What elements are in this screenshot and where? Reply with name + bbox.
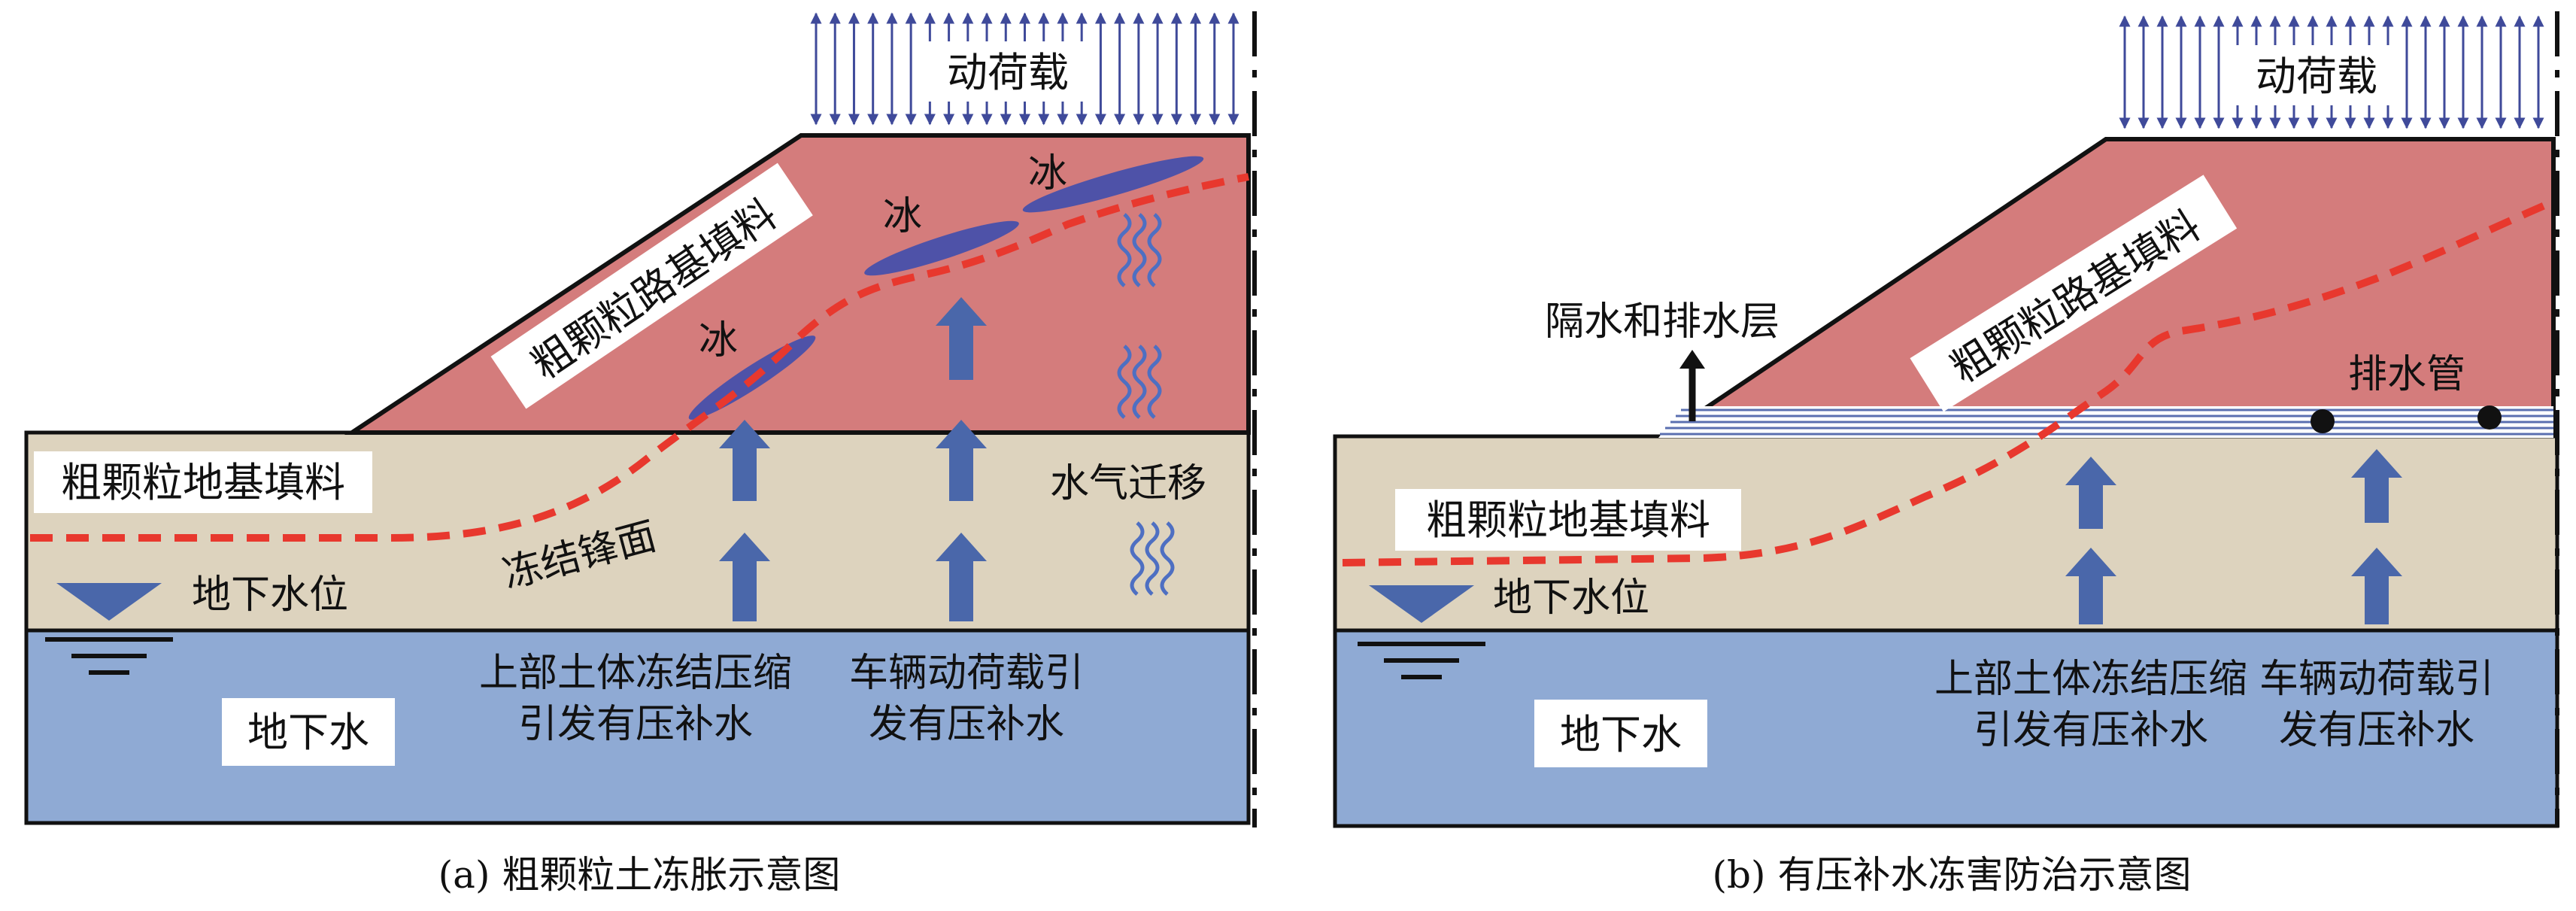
water-table-symbol-b (1369, 585, 1474, 623)
cause-traffic-line1-a: 车辆动荷载引 (849, 651, 1084, 696)
vapor-squiggle-a-2-0 (1117, 345, 1132, 419)
cause-traffic-line2-b: 发有压补水 (2279, 708, 2474, 753)
water-arrow-a-5 (936, 297, 987, 380)
cause-freeze-line2-a: 引发有压补水 (518, 702, 753, 747)
water-arrow-b-4 (2351, 548, 2402, 624)
barrier-drainage-layer-b (1658, 406, 2553, 438)
dynamic-load-label-b: 动荷载 (2256, 53, 2377, 100)
dynamic-load-label-bg-a (921, 41, 1094, 102)
vapor-squiggle-a-2-1 (1132, 345, 1147, 419)
water-arrow-b-3 (2351, 449, 2402, 523)
vapor-squiggle-a-1-1 (1132, 213, 1147, 287)
foundation-label-bg-b (1395, 489, 1741, 551)
ice-label-1-a: 冰 (699, 318, 738, 363)
vapor-squiggle-a-1-0 (1117, 213, 1132, 287)
caption-a: (a) 粗颗粒土冻胀示意图 (438, 853, 841, 897)
cause-traffic-line2-a: 发有压补水 (869, 702, 1064, 747)
cause-freeze-line1-b: 上部土体冻结压缩 (1934, 657, 2247, 702)
freezing-front-line-a (30, 173, 1249, 542)
water-table-label-a: 地下水位 (192, 572, 348, 618)
cause-traffic-line1-b: 车辆动荷载引 (2259, 657, 2494, 702)
groundwater-label-b: 地下水 (1560, 711, 1682, 758)
water-table-label-b: 地下水位 (1493, 575, 1649, 621)
cause-freeze-line2-b: 引发有压补水 (1974, 708, 2208, 753)
groundwater-label-bg-a (222, 698, 395, 766)
ice-lens-2-a (864, 220, 1019, 276)
drain-pipe-label-b: 排水管 (2348, 352, 2465, 397)
barrier-layer-label-b: 隔水和排水层 (1545, 299, 1780, 345)
ice-lens-3-a (1022, 156, 1204, 213)
panel-b: 排水管 隔水和排水层 动荷载 粗颗粒路基填料 粗颗粒地基填料 地下水位 地下水 … (1333, 11, 2559, 897)
vapor-wavy-lines-a (1117, 213, 1175, 596)
water-arrow-b-1 (2065, 457, 2116, 529)
vapor-squiggle-a-2-2 (1147, 345, 1162, 419)
drain-pipe-2-b (2477, 405, 2502, 430)
vapor-squiggle-a-3-1 (1145, 521, 1160, 596)
water-supply-arrows-b (2065, 449, 2402, 624)
ice-label-3-a: 冰 (1028, 151, 1067, 196)
panel-a: 动荷载 粗颗粒路基填料 冰 冰 冰 粗颗粒地基填料 水气迁移 冻结锋面 地下水位 (24, 11, 1257, 897)
groundwater-label-a: 地下水 (247, 709, 369, 756)
dynamic-load-label-bg-b (2230, 45, 2403, 105)
foundation-fill-label-a: 粗颗粒地基填料 (61, 459, 345, 506)
vapor-migration-label-a: 水气迁移 (1050, 461, 1206, 506)
water-arrow-a-3 (936, 420, 987, 501)
water-arrow-b-2 (2065, 548, 2116, 624)
foundation-fill-label-b: 粗颗粒地基填料 (1426, 496, 1710, 544)
vapor-squiggle-a-3-2 (1160, 521, 1175, 596)
drain-pipe-1-b (2311, 409, 2335, 433)
barrier-pointer-head-b (1679, 350, 1705, 369)
vapor-squiggle-a-1-2 (1147, 213, 1162, 287)
water-supply-arrows-a (719, 297, 987, 621)
cause-freeze-line1-a: 上部土体冻结压缩 (479, 651, 792, 696)
freezing-front-line-b (1342, 198, 2555, 566)
water-table-symbol-a (56, 583, 162, 621)
water-arrow-a-1 (719, 420, 770, 501)
groundwater-label-bg-b (1534, 700, 1707, 767)
ice-label-2-a: 冰 (883, 194, 922, 239)
dynamic-load-label-a: 动荷载 (947, 49, 1069, 96)
caption-b: (b) 有压补水冻害防治示意图 (1713, 853, 2192, 897)
foundation-label-bg-a (34, 451, 372, 513)
vapor-squiggle-a-3-0 (1130, 521, 1145, 596)
water-arrow-a-4 (936, 533, 987, 621)
water-arrow-a-2 (719, 533, 770, 621)
